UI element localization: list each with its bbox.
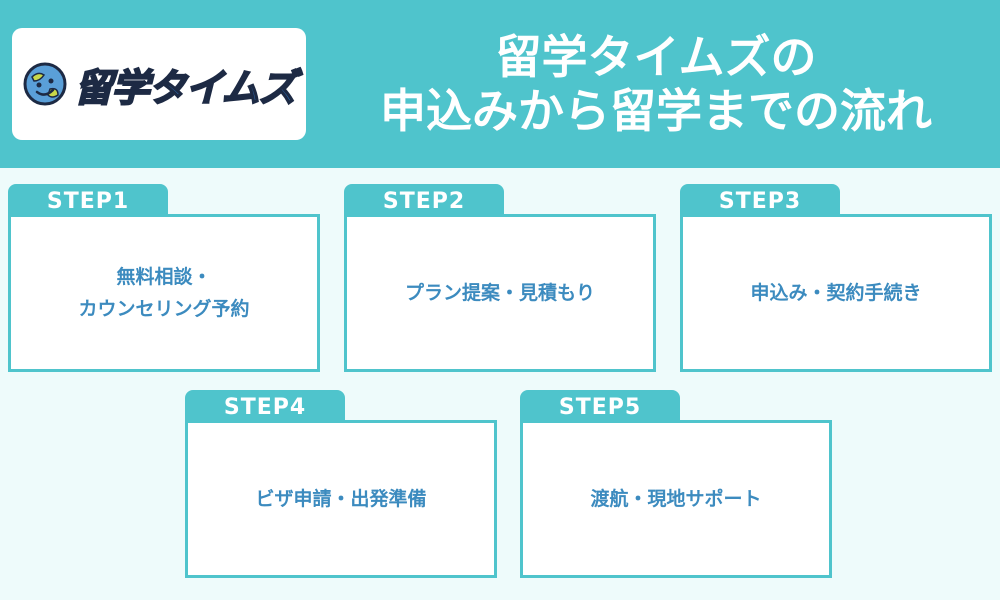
logo-text: 留学タイムズ <box>73 65 297 111</box>
step-text: 渡航・現地サポート <box>590 488 762 510</box>
step-tab: STEP4 <box>185 390 345 424</box>
step-text: 申込み・契約手続き <box>750 282 922 304</box>
step-box: 渡航・現地サポート <box>520 420 832 578</box>
step-text: プラン提案・見積もり <box>404 282 595 304</box>
step-2: STEP2 プラン提案・見積もり <box>344 184 656 374</box>
header-banner: 留学タイムズ 留学タイムズの 申込みから留学までの流れ <box>0 0 1000 168</box>
step-box: 無料相談・ カウンセリング予約 <box>8 214 320 372</box>
step-3: STEP3 申込み・契約手続き <box>680 184 992 374</box>
step-1: STEP1 無料相談・ カウンセリング予約 <box>8 184 320 374</box>
step-tab: STEP1 <box>8 184 168 218</box>
step-text: ビザ申請・出発準備 <box>255 488 427 510</box>
step-text: 無料相談・ <box>116 266 212 288</box>
step-tab: STEP5 <box>520 390 680 424</box>
step-text: カウンセリング予約 <box>78 298 250 320</box>
step-box: 申込み・契約手続き <box>680 214 992 372</box>
step-tab: STEP3 <box>680 184 840 218</box>
title-line-1: 留学タイムズの <box>495 30 817 84</box>
globe-face-icon <box>23 62 67 106</box>
step-box: プラン提案・見積もり <box>344 214 656 372</box>
step-4: STEP4 ビザ申請・出発準備 <box>185 390 497 580</box>
step-5: STEP5 渡航・現地サポート <box>520 390 832 580</box>
step-tab: STEP2 <box>344 184 504 218</box>
step-box: ビザ申請・出発準備 <box>185 420 497 578</box>
logo: 留学タイムズ <box>12 28 306 140</box>
page-title: 留学タイムズの 申込みから留学までの流れ <box>326 30 986 138</box>
title-line-2: 申込みから留学までの流れ <box>380 84 932 138</box>
